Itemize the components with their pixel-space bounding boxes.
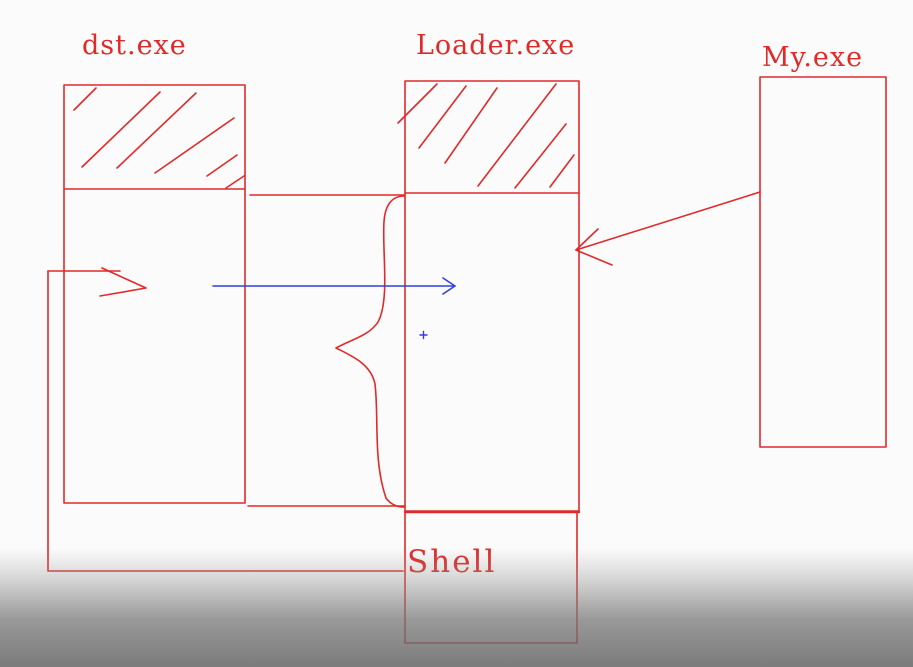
- dst-exe-label: dst.exe: [82, 30, 187, 61]
- load-arrow: [575, 191, 761, 266]
- shell-return-line: [47, 270, 404, 572]
- mapping-lines: [247, 194, 406, 507]
- loader-exe-box: [404, 80, 580, 512]
- jump-arrow: [212, 277, 456, 295]
- shell-label: Shell: [407, 544, 497, 580]
- my-exe-box: [759, 76, 887, 448]
- loader-exe-header-hatching: [397, 83, 575, 189]
- my-exe-label: My.exe: [762, 42, 864, 73]
- cursor-mark: [419, 330, 428, 340]
- entry-arrow: [47, 267, 147, 297]
- dst-exe-box: [63, 84, 246, 504]
- dst-exe-header-hatching: [73, 87, 245, 189]
- curly-brace: [335, 195, 405, 508]
- loader-exe-label: Loader.exe: [416, 30, 576, 61]
